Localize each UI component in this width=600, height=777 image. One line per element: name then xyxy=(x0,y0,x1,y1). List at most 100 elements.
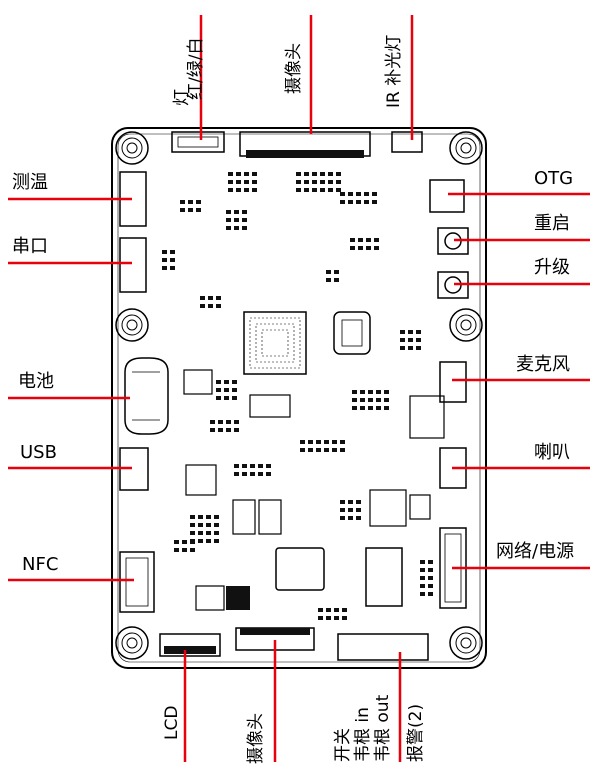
smd-component xyxy=(326,270,331,274)
smd-component xyxy=(300,448,305,452)
smd-component xyxy=(428,560,433,564)
smd-component xyxy=(384,390,389,394)
smd-component xyxy=(216,304,221,308)
smd-component xyxy=(348,500,353,504)
smd-component xyxy=(312,188,317,192)
smd-component xyxy=(244,172,249,176)
smd-component xyxy=(328,180,333,184)
smd-component xyxy=(340,516,345,520)
smd-component xyxy=(206,515,211,519)
label-bottom-camera: 摄像头 xyxy=(246,713,266,764)
smd-component xyxy=(336,188,341,192)
smd-component xyxy=(252,180,257,184)
smd-component xyxy=(356,192,361,196)
smd-component xyxy=(348,508,353,512)
smd-component xyxy=(360,390,365,394)
smd-component xyxy=(242,210,247,214)
smd-component xyxy=(416,330,421,334)
label-right-upgrade: 升级 xyxy=(534,257,570,278)
label-bottom-lcd: LCD xyxy=(162,705,182,740)
smd-component xyxy=(334,270,339,274)
smd-component xyxy=(384,398,389,402)
smd-component xyxy=(340,500,345,504)
smd-component xyxy=(190,548,195,552)
smd-component xyxy=(242,218,247,222)
smd-component xyxy=(374,246,379,250)
smd-component xyxy=(332,448,337,452)
smd-component xyxy=(226,210,231,214)
label-bottom-switch: 开关 xyxy=(333,728,353,762)
label-right-mic: 麦克风 xyxy=(516,354,570,375)
smd-component xyxy=(214,531,219,535)
smd-component xyxy=(224,396,229,400)
smd-component xyxy=(428,576,433,580)
smd-component xyxy=(234,218,239,222)
smd-component xyxy=(226,218,231,222)
smd-component xyxy=(334,608,339,612)
smd-component xyxy=(384,406,389,410)
smd-component xyxy=(214,523,219,527)
mounting-hole-tl xyxy=(115,131,149,165)
memory-chip xyxy=(333,311,371,355)
smd-component xyxy=(174,540,179,544)
smd-component xyxy=(308,448,313,452)
smd-component xyxy=(332,440,337,444)
smd-component xyxy=(420,584,425,588)
label-right-otg: OTG xyxy=(534,168,574,189)
smd-component xyxy=(376,390,381,394)
smd-component xyxy=(342,616,347,620)
smd-component xyxy=(198,523,203,527)
smd-component xyxy=(368,398,373,402)
smd-component xyxy=(190,515,195,519)
smd-component xyxy=(348,516,353,520)
ir-connector xyxy=(391,131,423,153)
smd-component xyxy=(218,428,223,432)
mounting-hole-br xyxy=(449,626,483,660)
smd-component xyxy=(266,472,271,476)
mic-connector xyxy=(439,361,467,403)
smd-component xyxy=(258,464,263,468)
smd-component xyxy=(400,330,405,334)
smd-component xyxy=(416,338,421,342)
smd-component xyxy=(242,464,247,468)
smd-component xyxy=(228,172,233,176)
smd-component xyxy=(242,226,247,230)
smd-component xyxy=(214,515,219,519)
mounting-hole-tr xyxy=(449,131,483,165)
smd-component xyxy=(352,406,357,410)
soc-chip xyxy=(243,311,307,375)
smd-component xyxy=(234,428,239,432)
smd-component xyxy=(328,188,333,192)
otg-connector xyxy=(429,179,465,213)
smd-component xyxy=(170,250,175,254)
smd-component xyxy=(190,531,195,535)
smd-component xyxy=(316,440,321,444)
smd-component xyxy=(312,180,317,184)
smd-component xyxy=(364,200,369,204)
smd-component xyxy=(296,188,301,192)
smd-component xyxy=(340,192,345,196)
smd-component xyxy=(368,390,373,394)
smd-component xyxy=(356,500,361,504)
smd-component xyxy=(376,406,381,410)
smd-component xyxy=(198,539,203,543)
smd-component xyxy=(356,508,361,512)
smd-component xyxy=(218,420,223,424)
light-connector xyxy=(171,131,225,153)
label-right-network-power: 网络/电源 xyxy=(496,541,575,562)
label-bottom-wiegand-out: 韦根 out xyxy=(373,694,393,762)
smd-component xyxy=(374,238,379,242)
smd-component xyxy=(300,440,305,444)
smd-component xyxy=(180,200,185,204)
smd-component xyxy=(352,398,357,402)
smd-component xyxy=(364,192,369,196)
label-top-light-colors: 红/绿/白 xyxy=(186,37,206,100)
smd-component xyxy=(226,428,231,432)
smd-component xyxy=(266,464,271,468)
smd-component xyxy=(216,380,221,384)
smd-component xyxy=(420,560,425,564)
smd-component xyxy=(182,540,187,544)
smd-component xyxy=(250,472,255,476)
label-bottom-alarm: 报警(2) xyxy=(406,703,426,762)
smd-component xyxy=(340,440,345,444)
